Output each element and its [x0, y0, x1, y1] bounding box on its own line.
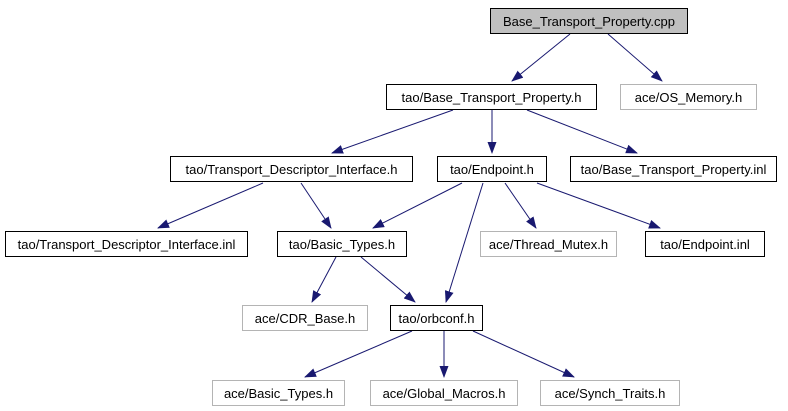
edge-tdi-h-to-tdi-inl [157, 182, 264, 229]
node-ace-basic-types-h: ace/Basic_Types.h [212, 380, 345, 406]
node-tao-endpoint-inl[interactable]: tao/Endpoint.inl [645, 231, 765, 257]
edge-orbconf-h-to-ace-basic-types-h [304, 330, 413, 378]
edge-orbconf-h-to-synch-traits-h [472, 330, 575, 378]
node-tao-base-transport-property-inl[interactable]: tao/Base_Transport_Property.inl [570, 156, 777, 182]
node-tao-endpoint-h[interactable]: tao/Endpoint.h [437, 156, 547, 182]
edge-endpoint-h-to-thread-mutex-h [504, 182, 537, 229]
edge-basic-types-h-to-orbconf-h [360, 256, 416, 303]
edge-cpp-to-base-transport-property-h [511, 33, 571, 82]
edge-tdi-h-to-basic-types-h [300, 182, 332, 229]
node-tao-basic-types-h[interactable]: tao/Basic_Types.h [277, 231, 407, 257]
edge-endpoint-h-to-basic-types-h [372, 182, 463, 229]
node-tao-orbconf-h[interactable]: tao/orbconf.h [390, 305, 483, 331]
node-ace-global-macros-h: ace/Global_Macros.h [370, 380, 518, 406]
node-ace-thread-mutex-h: ace/Thread_Mutex.h [480, 231, 617, 257]
node-ace-synch-traits-h: ace/Synch_Traits.h [540, 380, 680, 406]
node-tao-transport-descriptor-interface-inl[interactable]: tao/Transport_Descriptor_Interface.inl [5, 231, 248, 257]
edge-basic-types-h-to-cdr-base-h [311, 256, 337, 303]
node-ace-os-memory-h: ace/OS_Memory.h [620, 84, 757, 110]
edge-endpoint-h-to-endpoint-inl [536, 182, 661, 229]
node-ace-cdr-base-h: ace/CDR_Base.h [242, 305, 368, 331]
edge-cpp-to-os-memory-h [607, 33, 663, 82]
edge-btp-h-to-btp-inl [526, 109, 638, 154]
node-tao-base-transport-property-h[interactable]: tao/Base_Transport_Property.h [386, 84, 597, 110]
node-base-transport-property-cpp: Base_Transport_Property.cpp [490, 8, 688, 34]
edge-endpoint-h-to-orbconf-h [444, 182, 484, 303]
node-tao-transport-descriptor-interface-h[interactable]: tao/Transport_Descriptor_Interface.h [170, 156, 413, 182]
edge-btp-h-to-transport-descriptor-interface-h [331, 109, 454, 154]
